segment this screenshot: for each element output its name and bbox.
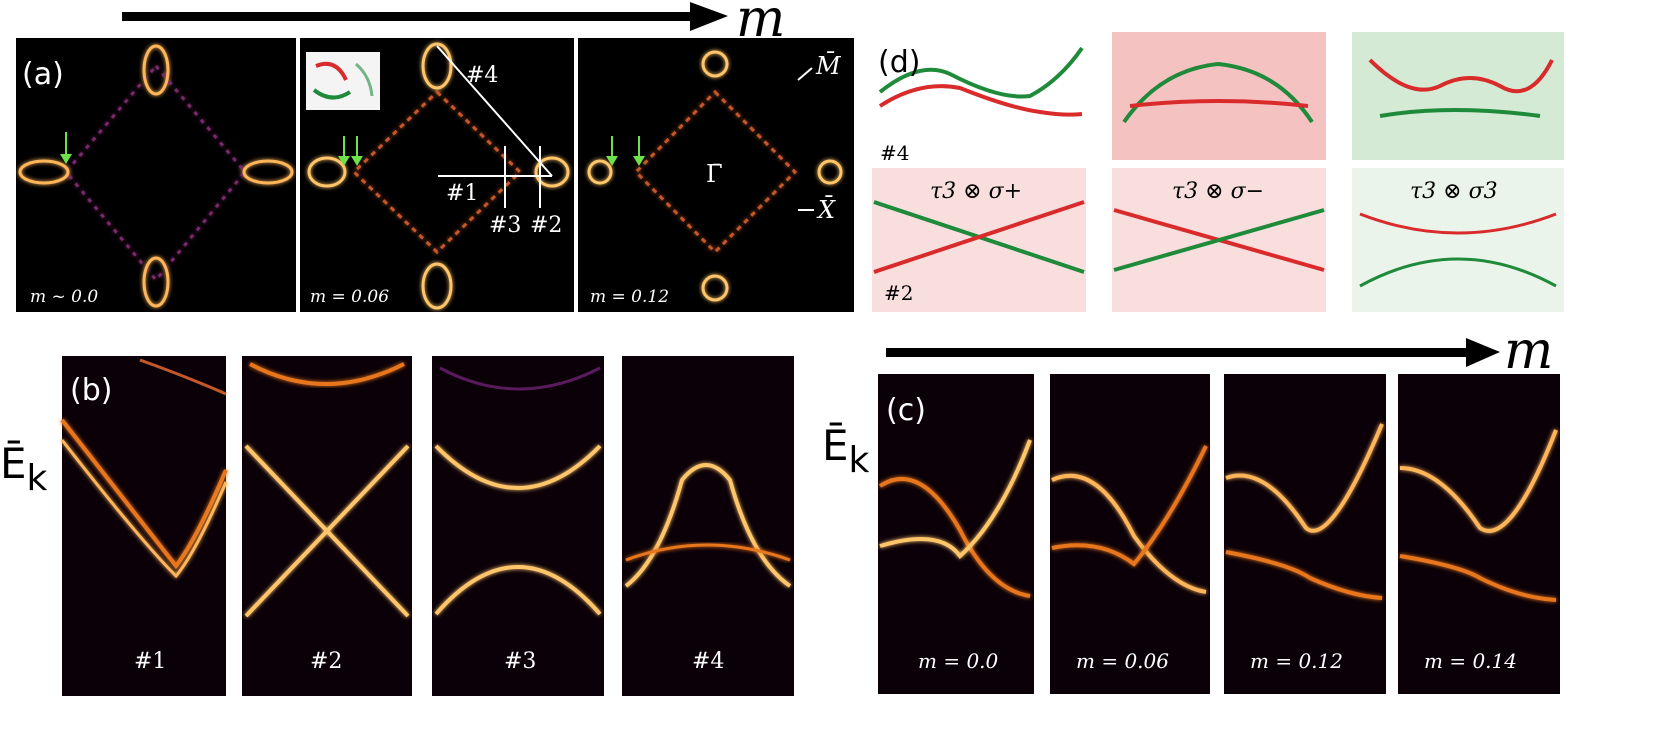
panel-b-sub-2: #2 <box>242 356 412 696</box>
panel-c-sub-2: m = 0.06 <box>1050 374 1210 694</box>
cut-line-4 <box>436 45 553 177</box>
map-2-m-label: m = 0.06 <box>310 287 389 307</box>
fermi-pocket-right <box>242 159 294 185</box>
panel-c-sub-3-label: m = 0.12 <box>1250 649 1343 673</box>
operator-sigma-plus: τ3 ⊗ σ+ <box>930 179 1022 204</box>
panel-b-sub-3-label: #3 <box>504 649 536 674</box>
panel-a-map-2: #4 #1 #3 #2 m = 0.06 <box>300 38 574 312</box>
fermi-pocket-left <box>18 159 70 185</box>
fermi-pocket-bottom <box>142 256 170 308</box>
panel-d: (d) #4 #2 τ3 ⊗ σ+ τ3 ⊗ σ− τ3 ⊗ σ3 <box>872 32 1564 312</box>
panel-b-label: (b) <box>70 373 112 408</box>
panel-b-sub-2-label: #2 <box>310 649 342 674</box>
right-arrow-m-label: m <box>1504 321 1553 381</box>
panel-c-sub-2-label: m = 0.06 <box>1076 649 1169 673</box>
map-3-m-label: m = 0.12 <box>590 287 669 307</box>
panel-c-ylabel: Ēk <box>822 421 870 481</box>
panel-d-label: (d) <box>878 45 920 80</box>
map-1-m-label: m ~ 0.0 <box>30 287 98 307</box>
panel-c-sub-1: (c) m = 0.0 <box>878 374 1034 694</box>
cut-label-2: #2 <box>530 213 562 238</box>
panel-a: m ~ 0.0 (a) #4 #1 #3 <box>16 38 854 312</box>
panel-d-row-2: #2 <box>884 281 913 305</box>
panel-c-sub-4: m = 0.14 <box>1398 374 1560 694</box>
panel-a-map-3: Γ̄ M̄ X̄ m = 0.12 <box>578 38 854 312</box>
fermi-contour-diamond <box>64 63 247 283</box>
panel-b: Ēk (b) #1 #2 #3 #4 <box>0 356 794 696</box>
panel-b-ylabel: Ēk <box>0 439 48 499</box>
operator-sigma-3: τ3 ⊗ σ3 <box>1410 179 1498 204</box>
panel-c-sub-4-label: m = 0.14 <box>1424 649 1517 673</box>
right-m-arrow: m <box>886 321 1553 381</box>
panel-c-sub-3: m = 0.12 <box>1224 374 1386 694</box>
panel-c: Ēk (c) m = 0.0 m = 0.06 m = 0.12 m = 0.1… <box>822 374 1560 694</box>
panel-b-sub-3: #3 <box>432 356 604 696</box>
top-arrow-head <box>690 2 728 31</box>
cut-label-1: #1 <box>446 181 478 206</box>
gamma-point-label: Γ̄ <box>706 160 723 188</box>
panel-c-sub-1-label: m = 0.0 <box>918 649 999 673</box>
panel-b-sub-1: (b) #1 <box>60 356 228 696</box>
panel-a-label: (a) <box>22 57 64 92</box>
panel-b-sub-4: #4 <box>622 356 794 696</box>
panel-a-map-1: m ~ 0.0 (a) <box>16 38 296 312</box>
panel-c-label: (c) <box>886 393 926 428</box>
panel-b-sub-4-label: #4 <box>692 649 724 674</box>
panel-b-sub-1-label: #1 <box>134 649 166 674</box>
xbar-label: X̄ <box>816 196 836 224</box>
operator-sigma-minus: τ3 ⊗ σ− <box>1172 179 1264 204</box>
mbar-label: M̄ <box>815 52 842 80</box>
cut-label-3: #3 <box>489 213 521 238</box>
panel-d-row-4: #4 <box>880 141 909 165</box>
cut-label-4: #4 <box>466 63 498 88</box>
fermi-pocket-top <box>142 44 170 96</box>
